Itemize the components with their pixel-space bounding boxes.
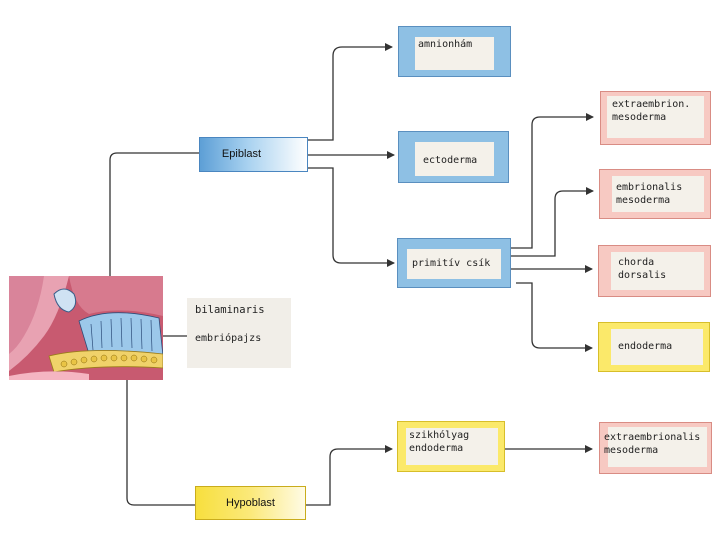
embriopajzs-text: embriópajzs bbox=[195, 333, 262, 344]
link-embryo-hypoblast bbox=[126, 380, 196, 506]
primitiv-csik-label: primitív csík bbox=[412, 258, 491, 269]
epiblast-label: Epiblast bbox=[221, 148, 262, 160]
szikholyag-endoderma-label: szikhólyag endoderma bbox=[409, 430, 470, 454]
bilaminaris-text: bilaminaris bbox=[195, 304, 265, 316]
bilaminaris-label-box: bilaminaris embriópajzs bbox=[187, 298, 291, 368]
hypoblast-node: Hypoblast bbox=[195, 486, 306, 520]
endoderma-label: endoderma bbox=[618, 341, 673, 352]
extraembrionalis-mesoderma-node: extraembrionalis mesoderma bbox=[599, 422, 712, 474]
link-prim-endo bbox=[516, 282, 593, 352]
chorda-dorsalis-node: chorda dorsalis bbox=[598, 245, 711, 297]
ectoderma-label: ectoderma bbox=[423, 155, 478, 166]
embrionalis-mesoderma-node: embrionalis mesoderma bbox=[599, 169, 711, 219]
hypoblast-label: Hypoblast bbox=[226, 497, 275, 509]
link-embryo-epiblast bbox=[109, 152, 200, 278]
link-prim-extra bbox=[510, 113, 594, 249]
amnionham-label: amnionhám bbox=[418, 39, 473, 50]
link-epiblast-amnion bbox=[308, 43, 393, 141]
amnionham-node: amnionhám bbox=[398, 26, 511, 77]
endoderma-node: endoderma bbox=[598, 322, 710, 372]
link-epiblast-primitiv bbox=[308, 167, 395, 267]
szikholyag-endoderma-node: szikhólyag endoderma bbox=[397, 421, 505, 472]
ectoderma-node: ectoderma bbox=[398, 131, 509, 183]
embrionalis-mesoderma-label: embrionalis mesoderma bbox=[616, 182, 683, 206]
primitiv-csik-node: primitív csík bbox=[397, 238, 511, 288]
extraembrion-mesoderma-node: extraembrion. mesoderma bbox=[600, 91, 711, 145]
epiblast-node: Epiblast bbox=[199, 137, 308, 172]
extraembrionalis-mesoderma-label: extraembrionalis mesoderma bbox=[604, 432, 701, 456]
link-hypo-szik bbox=[306, 445, 393, 506]
bilaminar-embryo-illustration bbox=[9, 276, 164, 380]
chorda-dorsalis-label: chorda dorsalis bbox=[618, 257, 667, 281]
link-prim-embr bbox=[510, 187, 594, 257]
extraembrion-mesoderma-label: extraembrion. mesoderma bbox=[612, 99, 691, 123]
